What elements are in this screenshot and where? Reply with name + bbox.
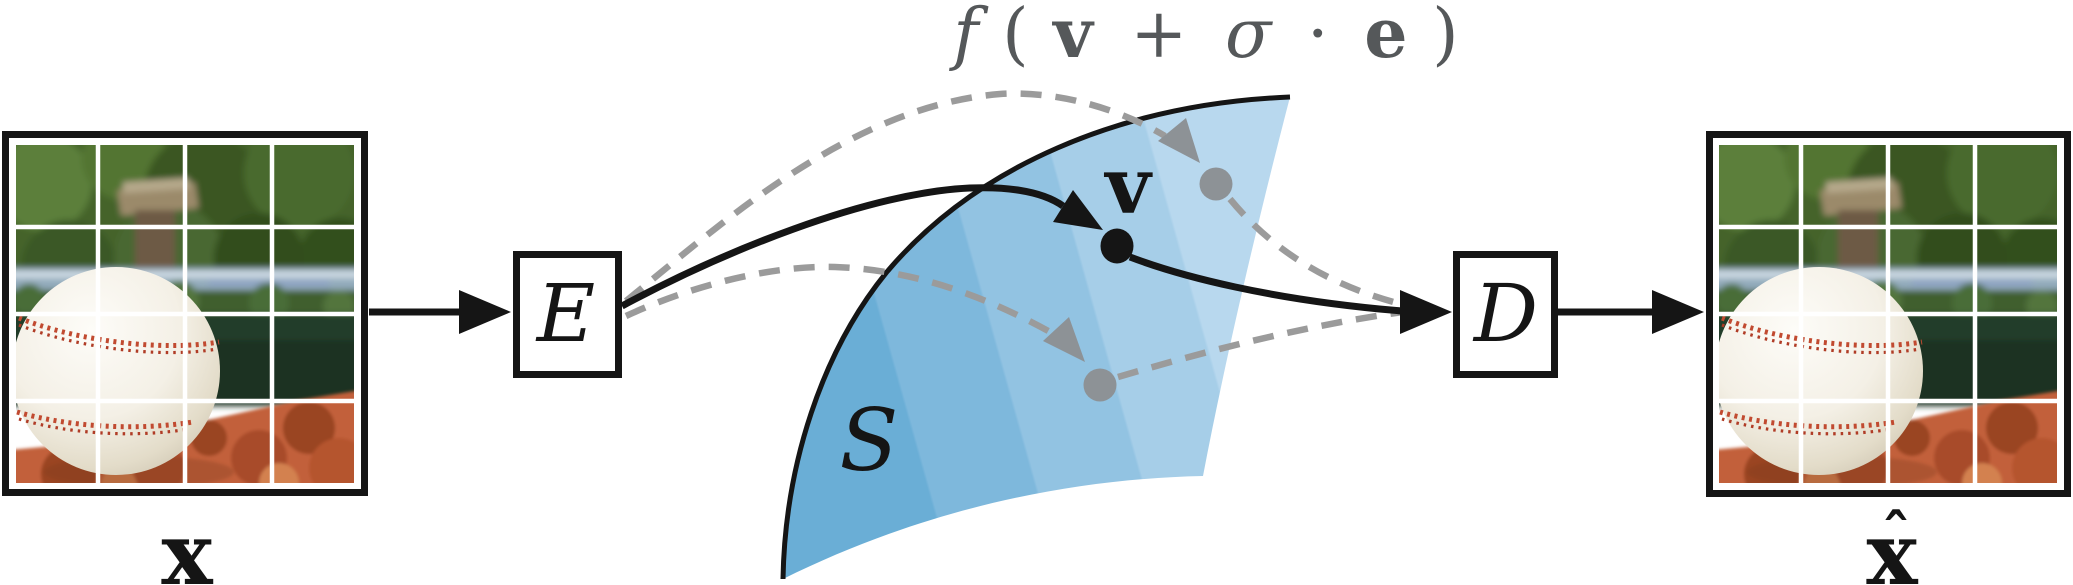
lower-perturbed-trajectory <box>624 263 1419 402</box>
input-label: x <box>161 504 213 585</box>
formula-close-paren: ) <box>1432 0 1459 74</box>
perturbed-point-lower <box>1083 368 1117 402</box>
input-image <box>0 116 379 504</box>
latent-to-decoder-curve <box>1128 253 1452 334</box>
decoder-label: D <box>1472 267 1538 360</box>
arrowhead-icon <box>1400 290 1452 334</box>
surface-label: S <box>840 391 899 491</box>
arrow-input-to-encoder <box>369 290 511 334</box>
output-image <box>1699 116 2073 504</box>
arrowhead-icon <box>1652 290 1704 334</box>
encoder-label: E <box>535 267 595 360</box>
formula-e: e <box>1364 0 1407 74</box>
formula-open-paren: ( <box>1002 0 1029 74</box>
arrowhead-icon <box>459 290 511 334</box>
output-label: ˆ x <box>1866 502 1918 585</box>
latent-surface <box>783 97 1290 579</box>
arrowhead-icon <box>1053 190 1103 230</box>
perturbation-formula: f ( v + σ · e ) <box>948 0 1458 74</box>
formula-v: v <box>1051 0 1095 74</box>
formula-f: f <box>948 0 989 74</box>
encoder-to-latent-curve <box>620 184 1103 310</box>
latent-point-label: v <box>1103 141 1153 232</box>
arrow-decoder-to-output <box>1558 290 1704 334</box>
formula-sigma: σ <box>1225 0 1273 74</box>
latent-surface-outline <box>780 94 1291 580</box>
latent-point-v <box>1100 228 1134 264</box>
input-image-frame <box>2 131 368 496</box>
upper-perturbed-trajectory <box>623 90 1419 312</box>
output-label-hat: ˆ <box>1882 502 1911 570</box>
decoder-box: D <box>1453 251 1558 378</box>
output-image-frame <box>1706 131 2071 497</box>
formula-cdot: · <box>1307 0 1329 74</box>
output-label-base: x <box>1866 504 1918 585</box>
perturbed-point-upper <box>1199 167 1233 201</box>
gray-arrowhead-icon <box>1158 118 1200 163</box>
formula-plus: + <box>1130 0 1187 74</box>
encoder-box: E <box>513 251 622 378</box>
gray-arrowhead-icon <box>1043 317 1085 362</box>
